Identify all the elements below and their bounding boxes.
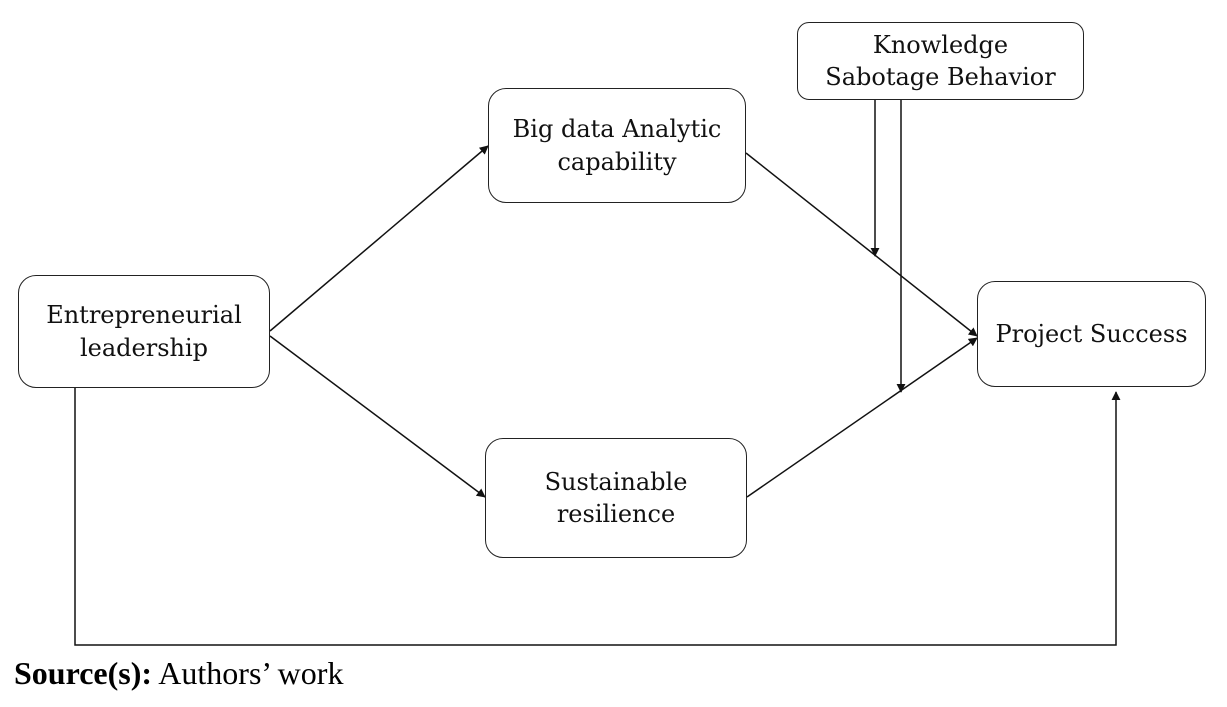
node-project-success: Project Success — [977, 281, 1206, 387]
node-sustainable-resilience: Sustainable resilience — [485, 438, 747, 558]
source-caption-text: Authors’ work — [152, 655, 344, 691]
node-entrepreneurial-leadership: Entrepreneurial leadership — [18, 275, 270, 388]
edge-entrepreneurial-to-sustainable — [269, 335, 486, 498]
edge-entrepreneurial-to-bigdata — [269, 145, 489, 332]
source-caption: Source(s): Authors’ work — [14, 655, 343, 692]
edge-entrepreneurial-to-project — [74, 388, 1121, 646]
edge-sustainable-to-project — [746, 337, 978, 498]
edge-bigdata-to-project — [745, 152, 978, 337]
node-knowledge-sabotage-behavior: Knowledge Sabotage Behavior — [797, 22, 1084, 100]
source-caption-label: Source(s): — [14, 655, 153, 691]
node-big-data-analytic-capability: Big data Analytic capability — [488, 88, 746, 203]
